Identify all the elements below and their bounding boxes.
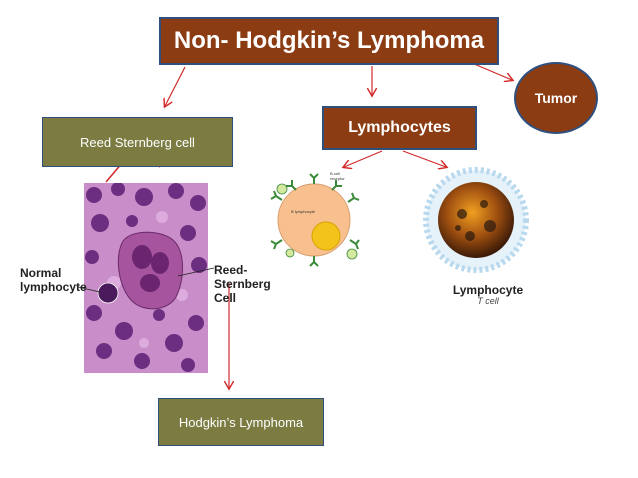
b-lymphocyte-label: B lymphocyte [291,209,316,214]
normal-pointer-line [77,286,101,293]
reed-pointer-line [177,267,215,277]
normal-lymphocyte-text: Normal lymphocyte [20,266,87,294]
title-box: Non- Hodgkin’s Lymphoma [159,17,499,65]
tissue-micrograph [84,183,208,373]
b-cell-receptor-label: B-cell receptor [330,171,345,181]
tumor-text: Tumor [534,90,578,106]
b-cell-nucleus [311,221,341,251]
reed-sternberg-text: Reed Sternberg cell [80,134,195,150]
tumor-node: Tumor [514,62,598,134]
lymphocytes-text: Lymphocytes [348,119,451,136]
arrow-to-t-cell [402,150,446,167]
lymphocytes-box: Lymphocytes [322,106,477,150]
t-cell-caption: Lymphocyte [452,283,524,297]
t-cell-subcaption: T cell [477,296,499,306]
arrow-to-b-cell [344,150,383,167]
normal-lymphocyte-label: Normal lymphocyte [20,266,90,294]
arrow-to-reed-sternberg [165,66,186,106]
hodgkins-text: Hodgkin’s Lymphoma [178,414,304,430]
reed-sternberg-cell-label: Reed-Sternberg Cell [214,263,304,305]
hodgkins-box: Hodgkin’s Lymphoma [158,398,324,446]
reed-sternberg-cell-text: Reed-Sternberg Cell [214,263,271,305]
reed-sternberg-box: Reed Sternberg cell [42,117,233,167]
title-text: Non- Hodgkin’s Lymphoma [173,27,485,54]
t-cell-body [438,182,514,258]
